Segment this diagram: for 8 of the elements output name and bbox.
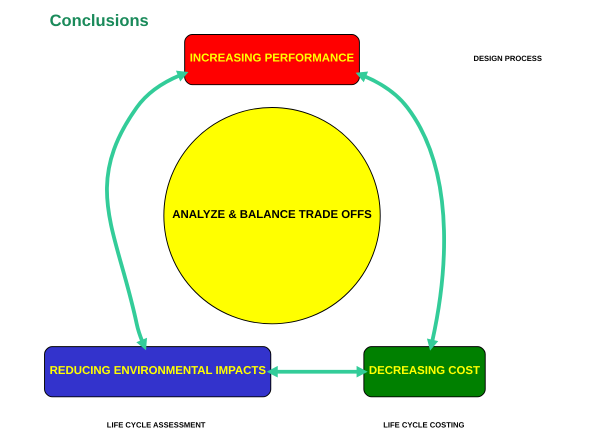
node-box: REDUCING ENVIRONMENTAL IMPACTS <box>44 346 271 398</box>
arrow <box>266 366 368 378</box>
node-circle: ANALYZE & BALANCE TRADE OFFS <box>162 106 380 324</box>
node-box: DECREASING COST <box>362 346 486 398</box>
node-box: INCREASING PERFORMANCE <box>184 34 360 86</box>
arrow <box>104 70 188 350</box>
arrow <box>355 71 446 351</box>
diagram-title: Conclusions <box>49 11 148 30</box>
